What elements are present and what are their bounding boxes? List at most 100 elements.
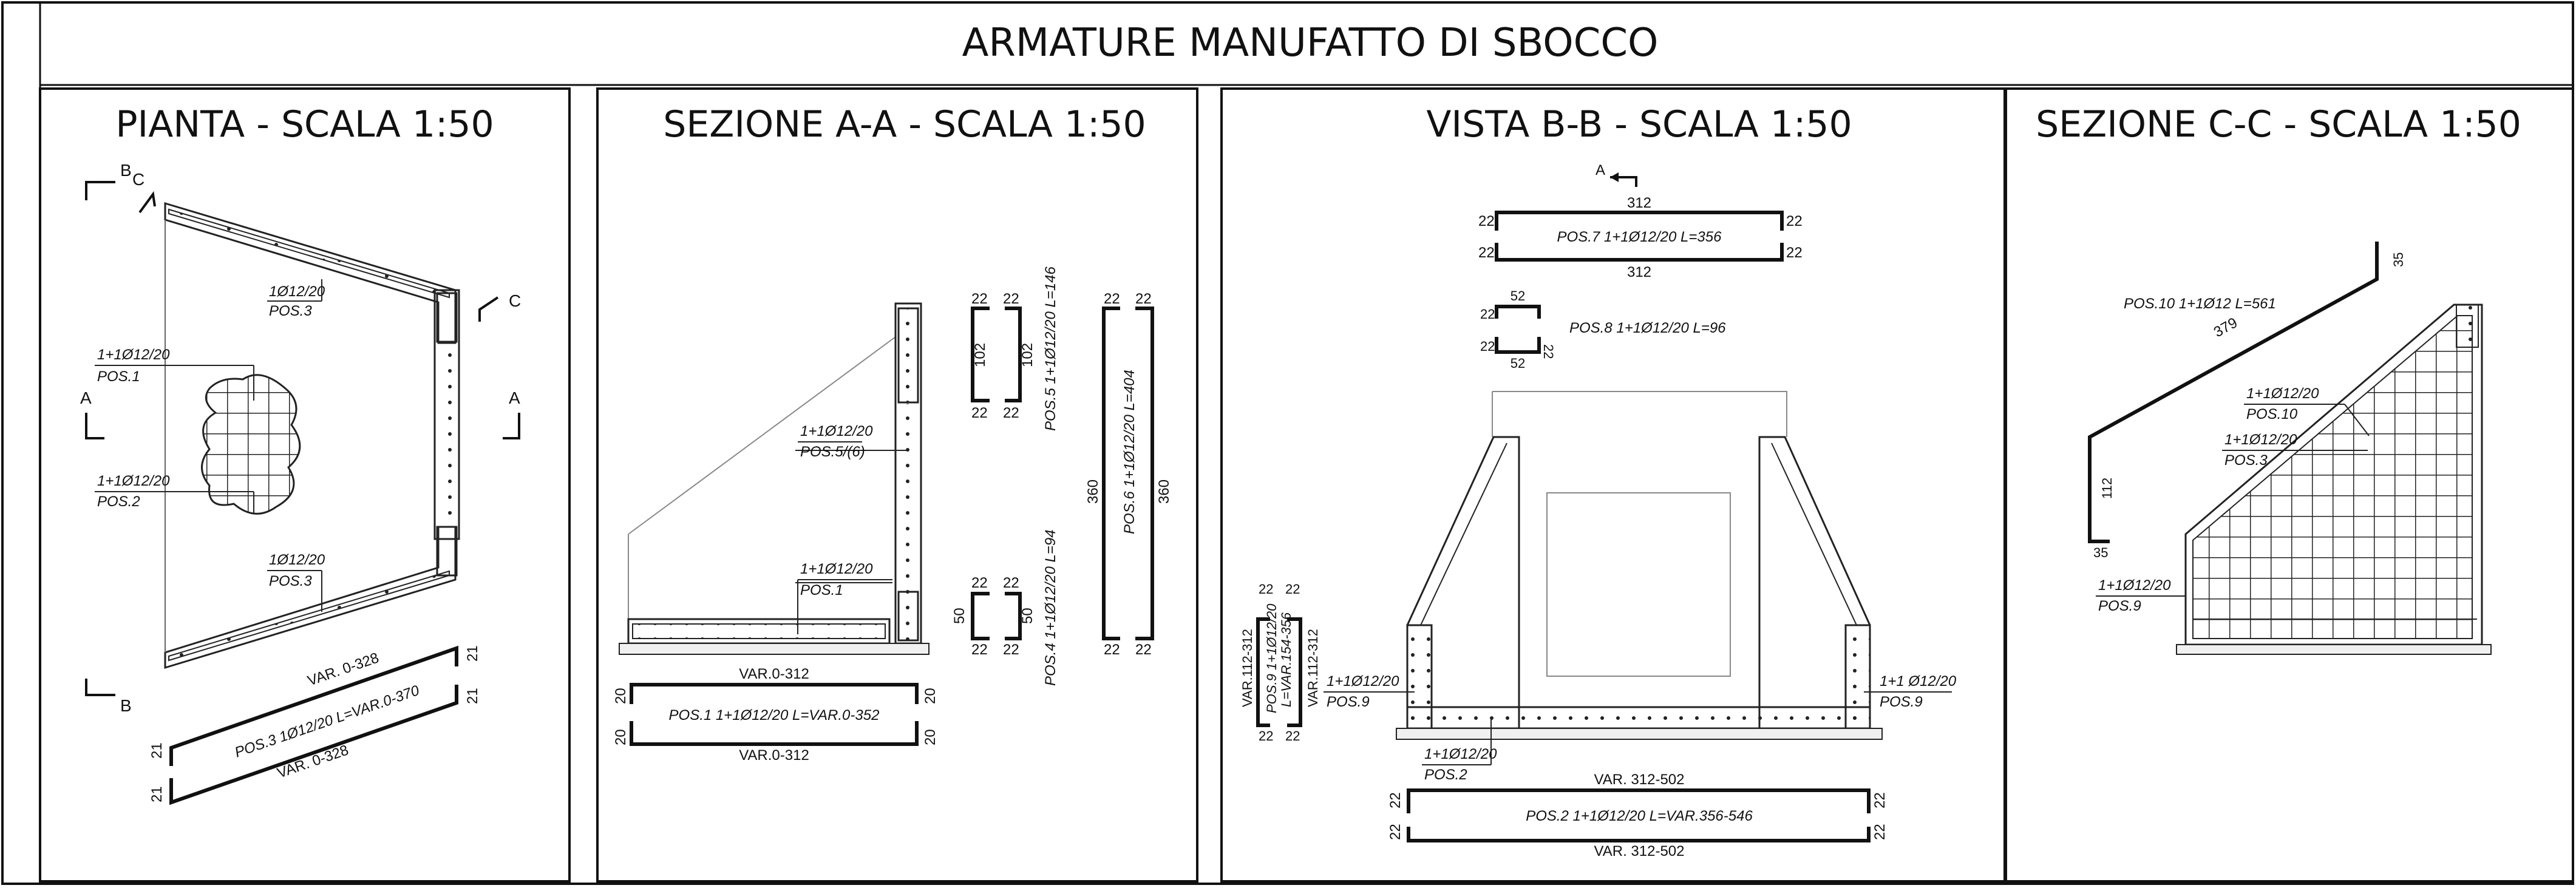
sezione-aa-drawing bbox=[619, 302, 929, 655]
cc-bar-pos10-h: 112 bbox=[2099, 478, 2115, 499]
bb-bar-pos9: 22 22 22 22 VAR.112-312 VAR.112-312 POS.… bbox=[1240, 581, 1320, 744]
cc-callout-pos9-pos: POS.9 bbox=[2098, 598, 2141, 614]
aa-bar-pos4: 22 22 22 22 50 50 POS.4 1+1Ø12/20 L=94 bbox=[951, 529, 1059, 686]
aa-bar-pos5-h-2: 102 bbox=[1019, 343, 1036, 367]
aa-bar-pos5-h-1: 102 bbox=[972, 343, 988, 367]
bb-bar-pos9-top-2: 22 bbox=[1285, 581, 1300, 597]
bb-bar-pos7-end-1: 22 bbox=[1478, 213, 1495, 229]
aa-bar-pos4-top-1: 22 bbox=[971, 575, 988, 591]
aa-bar-pos4-label: POS.4 1+1Ø12/20 L=94 bbox=[1042, 529, 1059, 686]
cc-bar-pos10-top: 35 bbox=[2391, 253, 2406, 267]
pianta-callout-pos1-bars: 1+1Ø12/20 bbox=[97, 347, 170, 363]
bb-bar-pos2-var-bot: VAR. 312-502 bbox=[1594, 843, 1685, 859]
bb-bar-pos8-len-bot: 52 bbox=[1511, 356, 1525, 371]
sheet-title: ARMATURE MANUFATTO DI SBOCCO bbox=[962, 21, 1659, 66]
sezione-aa-callouts: 1+1Ø12/20 POS.5/(6) 1+1Ø12/20 POS.1 bbox=[797, 423, 892, 634]
aa-bar-pos1-label: POS.1 1+1Ø12/20 L=VAR.0-352 bbox=[669, 707, 880, 724]
aa-callout-pos5-bars: 1+1Ø12/20 bbox=[800, 423, 873, 439]
aa-bar-pos6-label: POS.6 1+1Ø12/20 L=404 bbox=[1121, 370, 1138, 534]
bb-bar-pos2: VAR. 312-502 POS.2 1+1Ø12/20 L=VAR.356-5… bbox=[1387, 771, 1888, 859]
aa-bar-pos5-label: POS.5 1+1Ø12/20 L=146 bbox=[1042, 266, 1059, 431]
panel-sezione-cc bbox=[2003, 87, 2574, 883]
pianta-mark-c-top: C bbox=[132, 170, 144, 189]
bb-callout-pos9-left-pos: POS.9 bbox=[1327, 694, 1370, 710]
panel-title-sezione-aa: SEZIONE A-A - SCALA 1:50 bbox=[663, 103, 1146, 146]
pianta-callouts: 1Ø12/20 POS.3 1+1Ø12/20 POS.1 1+1Ø12/20 … bbox=[95, 279, 325, 612]
aa-callout-pos1-bars: 1+1Ø12/20 bbox=[800, 561, 873, 577]
bb-bar-pos7: 312 POS.7 1+1Ø12/20 L=356 312 22 22 22 2… bbox=[1478, 195, 1803, 280]
pianta-mark-b-top: B bbox=[120, 161, 132, 180]
pianta-bar-pos3-var-top: VAR. 0-328 bbox=[305, 649, 381, 689]
bb-bar-pos8-label: POS.8 1+1Ø12/20 L=96 bbox=[1569, 320, 1726, 336]
aa-bar-pos1-end-1: 20 bbox=[613, 688, 629, 704]
panel-sezione-aa bbox=[596, 87, 1198, 883]
cc-callout-pos10-pos: POS.10 bbox=[2246, 406, 2298, 422]
vista-bb-drawing bbox=[1396, 391, 1883, 740]
bb-bar-pos2-var-top: VAR. 312-502 bbox=[1594, 771, 1685, 788]
bb-bar-pos9-var-2: VAR.112-312 bbox=[1305, 629, 1320, 707]
aa-bar-pos1-var-bot: VAR.0-312 bbox=[739, 747, 809, 764]
sezione-cc-callouts: 1+1Ø12/20 POS.10 1+1Ø12/20 POS.3 1+1Ø12/… bbox=[2096, 385, 2370, 614]
cc-bar-pos10: POS.10 1+1Ø12 L=561 379 35 112 35 bbox=[2088, 242, 2406, 560]
aa-bar-pos6-top-2: 22 bbox=[1135, 291, 1152, 307]
pianta-callout-pos3-top-pos: POS.3 bbox=[269, 303, 312, 319]
aa-bar-pos5-bot-1: 22 bbox=[971, 405, 988, 421]
cc-callout-pos10-bars: 1+1Ø12/20 bbox=[2246, 385, 2319, 402]
pianta-mark-a-right: A bbox=[509, 388, 520, 407]
aa-bar-pos6-bot-2: 22 bbox=[1135, 642, 1152, 658]
bb-bar-pos2-end-2: 22 bbox=[1387, 824, 1404, 840]
bb-bar-pos7-label: POS.7 1+1Ø12/20 L=356 bbox=[1557, 229, 1722, 245]
aa-bar-pos5-bot-2: 22 bbox=[1003, 405, 1019, 421]
aa-bar-pos5: 22 22 22 22 102 102 POS.5 1+1Ø12/20 L=14… bbox=[971, 266, 1059, 431]
bb-bar-pos9-top-1: 22 bbox=[1259, 581, 1273, 597]
aa-bar-pos6-h-1: 360 bbox=[1085, 480, 1101, 504]
aa-bar-pos5-top-1: 22 bbox=[971, 291, 988, 307]
bb-mark-a: A bbox=[1596, 162, 1605, 178]
panel-title-vista-bb: VISTA B-B - SCALA 1:50 bbox=[1426, 103, 1852, 146]
aa-bar-pos4-bot-1: 22 bbox=[971, 642, 988, 658]
aa-bar-pos1-end-4: 20 bbox=[922, 729, 939, 745]
pianta-bar-pos3-end-3: 21 bbox=[464, 645, 481, 662]
bb-bar-pos2-end-3: 22 bbox=[1872, 792, 1888, 808]
bb-bar-pos7-end-2: 22 bbox=[1478, 245, 1495, 261]
bb-bar-pos9-label: POS.9 1+1Ø12/20 bbox=[1264, 603, 1279, 713]
cc-bar-pos10-label: POS.10 1+1Ø12 L=561 bbox=[2124, 296, 2276, 312]
aa-bar-pos4-h-1: 50 bbox=[951, 608, 968, 624]
cc-callout-pos9-bars: 1+1Ø12/20 bbox=[2098, 577, 2171, 594]
pianta-callout-pos3-top-bars: 1Ø12/20 bbox=[269, 283, 325, 300]
aa-bar-pos1-end-3: 20 bbox=[922, 688, 939, 704]
pianta-callout-pos3-bot-pos: POS.3 bbox=[269, 573, 312, 589]
bb-callout-pos9-right-pos: POS.9 bbox=[1880, 694, 1923, 710]
pianta-drawing bbox=[164, 202, 460, 669]
pianta-mark-b-bot: B bbox=[120, 696, 132, 715]
aa-bar-pos1: VAR.0-312 POS.1 1+1Ø12/20 L=VAR.0-352 VA… bbox=[613, 666, 939, 764]
pianta-callout-pos2-bars: 1+1Ø12/20 bbox=[97, 473, 170, 489]
aa-bar-pos5-top-2: 22 bbox=[1003, 291, 1019, 307]
aa-callout-pos5-pos: POS.5/(6) bbox=[800, 444, 865, 460]
bb-bar-pos9-bot-2: 22 bbox=[1285, 728, 1300, 744]
pianta-bar-pos3-end-2: 21 bbox=[149, 786, 165, 802]
cc-bar-pos10-bot: 35 bbox=[2093, 545, 2108, 560]
aa-bar-pos4-h-2: 50 bbox=[1019, 608, 1036, 624]
bb-callout-pos2-bars: 1+1Ø12/20 bbox=[1424, 746, 1497, 762]
pianta-callout-pos1-pos: POS.1 bbox=[97, 368, 140, 385]
pianta-callout-pos2-pos: POS.2 bbox=[97, 493, 140, 510]
aa-bar-pos4-bot-2: 22 bbox=[1003, 642, 1019, 658]
bb-bar-pos8-end-2: 22 bbox=[1480, 339, 1495, 354]
aa-bar-pos6-top-1: 22 bbox=[1104, 291, 1120, 307]
aa-bar-pos1-var-top: VAR.0-312 bbox=[739, 666, 809, 682]
panel-pianta bbox=[39, 87, 571, 883]
bb-bar-pos8-end-3: 22 bbox=[1541, 344, 1556, 359]
bb-bar-pos9-len: L=VAR.154-356 bbox=[1279, 612, 1294, 707]
aa-bar-pos4-top-2: 22 bbox=[1003, 575, 1019, 591]
aa-bar-pos1-end-2: 20 bbox=[613, 729, 629, 745]
aa-callout-pos1-pos: POS.1 bbox=[800, 582, 843, 598]
bb-bar-pos9-var-1: VAR.112-312 bbox=[1240, 629, 1255, 707]
cc-bar-pos10-diag: 379 bbox=[2211, 314, 2240, 341]
bb-bar-pos2-end-1: 22 bbox=[1387, 792, 1404, 808]
bb-bar-pos7-len-top: 312 bbox=[1627, 195, 1651, 211]
bb-bar-pos8-len-top: 52 bbox=[1511, 288, 1525, 303]
pianta-bar-pos3-var-bot: VAR. 0-328 bbox=[275, 742, 350, 781]
panel-vista-bb bbox=[1220, 87, 2007, 883]
